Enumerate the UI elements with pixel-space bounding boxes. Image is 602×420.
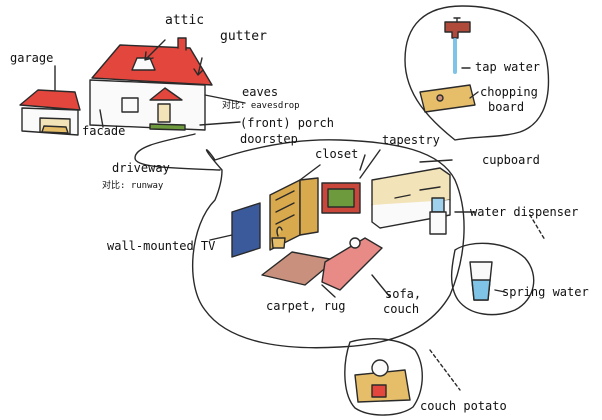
label-cupboard: cupboard xyxy=(482,153,540,167)
porch-steps xyxy=(149,123,186,131)
water-dispenser-drawing xyxy=(429,197,447,235)
tap-drawing xyxy=(444,17,471,39)
room-bubble xyxy=(191,139,465,349)
couch-potato-drawing xyxy=(354,359,411,403)
label-doorstep: doorstep xyxy=(240,132,298,146)
label-couch-potato: couch potato xyxy=(420,399,507,413)
label-tap-water: tap water xyxy=(475,60,541,74)
label-garage: garage xyxy=(10,51,54,65)
plant xyxy=(271,226,286,249)
garage-car xyxy=(41,125,69,134)
garage-drawing xyxy=(19,89,81,136)
label-water-dispenser: water dispenser xyxy=(470,205,579,219)
label-runway: 对比: runway xyxy=(102,181,164,191)
label-couch: couch xyxy=(383,302,420,316)
house-drawing xyxy=(89,37,213,131)
cupboard-drawing xyxy=(371,167,451,229)
label-sofa: sofa, xyxy=(385,287,422,301)
label-eaves: eaves xyxy=(242,85,279,99)
tv-drawing xyxy=(231,202,261,258)
driveway-path xyxy=(134,133,221,171)
water-cup-drawing xyxy=(469,261,493,301)
label-gutter: gutter xyxy=(220,29,267,44)
house-window xyxy=(121,97,139,113)
chimney xyxy=(177,37,187,51)
pointer-arrows xyxy=(54,39,506,298)
spring-bubble xyxy=(450,242,535,316)
label-attic: attic xyxy=(165,13,205,28)
label-wall-tv: wall-mounted TV xyxy=(107,239,216,253)
house-door xyxy=(157,103,171,123)
label-eavesdrop: 对比: eavesdrop xyxy=(222,101,300,111)
label-chopping: chopping xyxy=(480,85,538,99)
label-board: board xyxy=(488,100,525,114)
tapestry-drawing xyxy=(321,182,361,214)
attic-window xyxy=(131,57,156,71)
label-carpet-rug: carpet, rug xyxy=(266,299,346,313)
kitchen-bubble xyxy=(404,5,550,141)
label-closet: closet xyxy=(315,147,359,161)
sofa-drawing xyxy=(321,237,383,291)
house-gable xyxy=(149,87,183,101)
house-wall xyxy=(89,79,206,131)
garage-roof xyxy=(19,89,81,111)
connector-dashes xyxy=(429,214,546,391)
label-porch: (front) porch xyxy=(240,116,334,130)
label-facade: facade xyxy=(82,124,126,138)
label-spring-water: spring water xyxy=(502,285,589,299)
label-driveway: driveway xyxy=(112,161,170,175)
label-tapestry: tapestry xyxy=(382,133,440,147)
chopping-board-drawing xyxy=(419,84,476,113)
potato-bubble xyxy=(344,338,423,416)
